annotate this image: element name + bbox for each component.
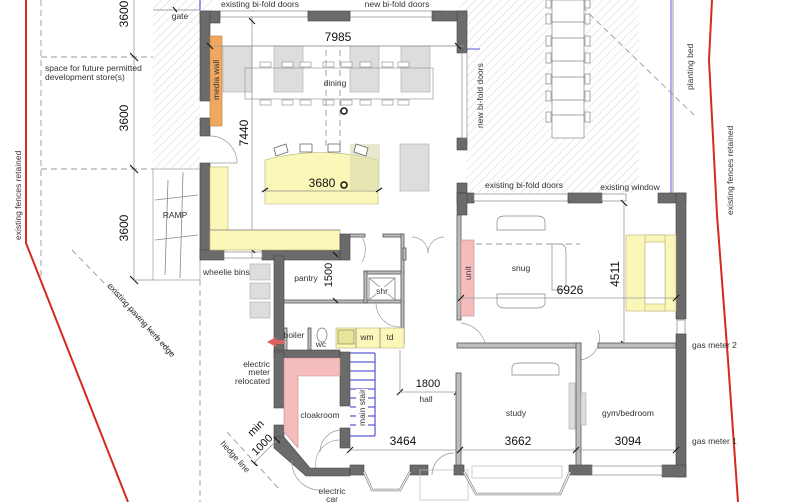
- dim-3464: 3464: [390, 434, 417, 448]
- dim-side-mid: 3600: [117, 104, 131, 131]
- electric-car-label-1: electric: [319, 486, 347, 496]
- snug-room: existing bi-fold doors existing window s…: [456, 180, 687, 361]
- dining-label: dining: [324, 78, 347, 88]
- existing-window-label: existing window: [600, 182, 660, 192]
- hall: 1800 hall 3464: [315, 350, 461, 469]
- dim-3680: 3680: [309, 176, 336, 190]
- min-clearance: min 1000 hedge line: [219, 418, 281, 475]
- dim-4511: 4511: [608, 261, 622, 287]
- planting-bed-label: planting bed: [685, 43, 695, 90]
- dim-1800: 1800: [416, 378, 440, 390]
- media-wall-label: media wall: [211, 60, 221, 100]
- wheelie-bins: wheelie bins: [202, 263, 271, 319]
- dim-6926: 6926: [557, 283, 584, 297]
- future-store-label-1: space for future permitted: [45, 63, 142, 73]
- cloakroom-label: cloakroom: [300, 410, 339, 420]
- side-dimension: 3600 3600 3600: [117, 0, 155, 285]
- gas-meter-2-label: gas meter 2: [692, 340, 737, 350]
- hedge-line-label: hedge line: [219, 439, 253, 475]
- gate: gate: [153, 0, 201, 21]
- main-stair-label: main stair: [357, 389, 367, 426]
- wm-label: wm: [359, 332, 373, 342]
- hall-label: hall: [419, 394, 432, 404]
- kitchen-island: 3680: [261, 143, 430, 205]
- ramp: RAMP: [152, 168, 201, 281]
- dim-3094: 3094: [615, 434, 642, 448]
- dim-1500: 1500: [323, 263, 335, 287]
- main-stair: main stair: [350, 352, 376, 437]
- fences-retained-right: existing fences retained: [725, 125, 735, 215]
- gate-label: gate: [172, 11, 189, 21]
- dim-dining-depth: 7440: [237, 16, 256, 258]
- garden-table: [545, 0, 591, 139]
- boiler-label: boiler: [284, 330, 305, 340]
- gas-meter-1-label: gas meter 1: [692, 436, 737, 446]
- study-label: study: [506, 408, 527, 418]
- cloakroom: cloakroom: [273, 351, 351, 491]
- media-wall: media wall: [209, 35, 223, 127]
- dim-side-top: 3600: [117, 0, 131, 27]
- dim-3662: 3662: [505, 434, 532, 448]
- electric-car-label-2: car: [326, 494, 338, 502]
- wheelie-bins-label: wheelie bins: [202, 267, 250, 277]
- ramp-label: RAMP: [163, 210, 188, 220]
- electric-meter-label-2: meter: [248, 367, 270, 377]
- snug-bottom-wall: [456, 342, 582, 349]
- new-bifold-top-label: new bi-fold doors: [365, 0, 430, 9]
- new-bifold-side-label: new bi-fold doors: [475, 63, 485, 128]
- gym-bedroom-label: gym/bedroom: [602, 408, 654, 418]
- fences-retained-left: existing fences retained: [13, 150, 23, 240]
- snug-label: snug: [512, 263, 531, 273]
- paving-kerb-label: existing paving kerb edge: [106, 281, 178, 360]
- study-gym-rooms: study gym/bedroom 3662 3094: [453, 333, 687, 496]
- dim-7985: 7985: [325, 30, 352, 44]
- dim-side-bottom: 3600: [117, 214, 131, 241]
- utility-area: pantry 1500 shr boiler wc wm td: [267, 233, 445, 359]
- shower-label: shr: [376, 286, 388, 296]
- pantry-label: pantry: [294, 273, 318, 283]
- future-store-label-2: development store(s): [45, 72, 125, 82]
- bay-window-hall: [349, 452, 469, 501]
- electric-meter-label-3: relocated: [235, 376, 270, 386]
- site-boundary: [25, 0, 739, 502]
- snug-bottom-wall-right: [597, 342, 677, 349]
- electric-meter-label-1: electric: [243, 359, 271, 369]
- existing-bifold-top-label: existing bi-fold doors: [221, 0, 299, 9]
- td-label: td: [386, 332, 393, 342]
- unit-label: unit: [463, 266, 473, 280]
- dim-7440: 7440: [237, 119, 251, 146]
- existing-bifold-snug-label: existing bi-fold doors: [485, 180, 563, 190]
- wc-label: wc: [315, 339, 327, 349]
